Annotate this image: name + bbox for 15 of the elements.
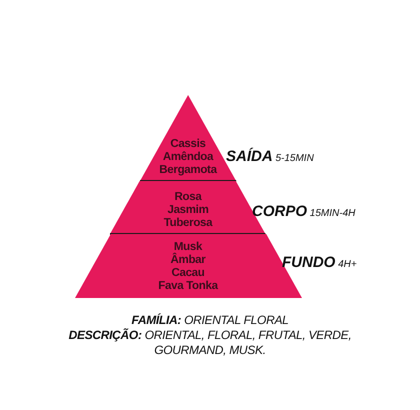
phase-label: CORPO 15MIN-4H xyxy=(252,203,356,220)
note-text: Jasmim xyxy=(167,204,209,217)
note-text: Cacau xyxy=(171,267,205,280)
note-text: Amêndoa xyxy=(162,151,214,164)
phase-label: SAÍDA 5-15MIN xyxy=(226,148,314,165)
phase-label: FUNDO 4H+ xyxy=(282,254,357,271)
note-text: Musk xyxy=(174,241,202,253)
description-text: FAMÍLIA: ORIENTAL FLORAL xyxy=(130,313,290,328)
note-text: Âmbar xyxy=(170,254,206,267)
note-text: Cassis xyxy=(170,138,206,151)
note-text: Bergamota xyxy=(159,164,217,177)
note-text: Fava Tonka xyxy=(158,280,218,293)
note-text: Rosa xyxy=(174,191,202,204)
note-text: Tuberosa xyxy=(164,217,212,230)
description-text: DESCRIÇÃO: ORIENTAL, FLORAL, FRUTAL, VERDE, GOURMAND, MUSK. xyxy=(68,328,352,358)
